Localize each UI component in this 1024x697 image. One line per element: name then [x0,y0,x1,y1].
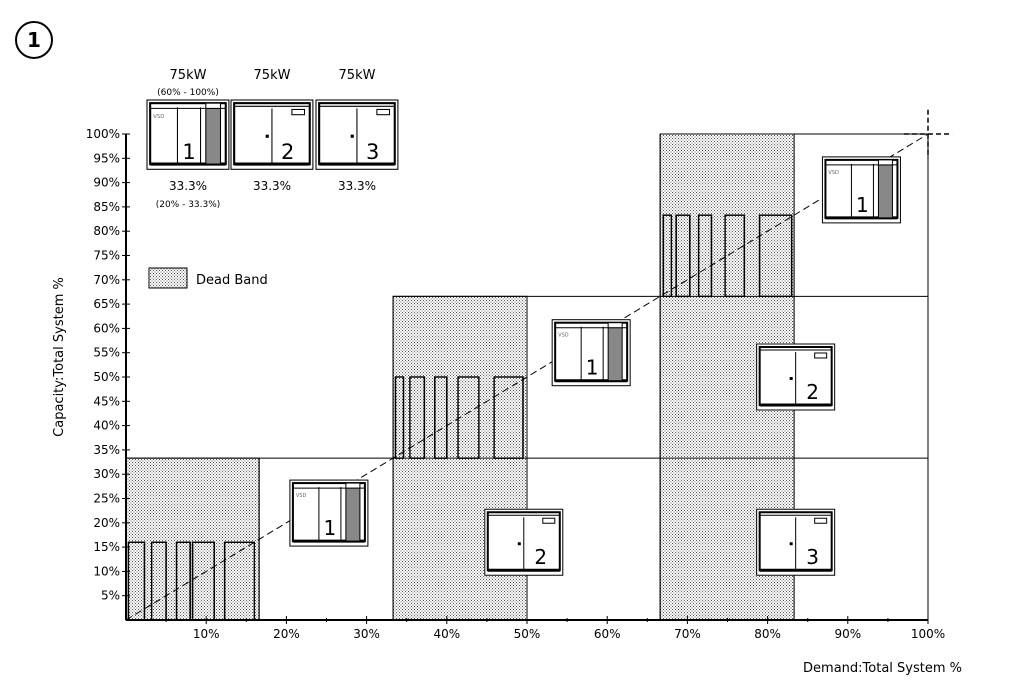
cycle-1-pulse-1 [127,541,146,621]
x-tick-label: 100% [911,627,945,641]
cycle-1-pulse-2 [150,541,167,621]
x-tick-label: 80% [754,627,781,641]
y-tick-label: 40% [93,419,120,433]
compressor-icon [755,507,837,577]
compressor-range-bottom-1: (20% - 33.3%) [156,200,221,210]
x-tick-label: 70% [674,627,701,641]
y-tick-label: 35% [93,443,120,457]
compressor-icon [483,507,565,577]
cycle-3-pulse-2 [675,214,691,298]
y-tick-label: 85% [93,200,120,214]
y-tick-label: 25% [93,492,120,506]
y-axis-title: Capacity:Total System % [52,277,67,437]
y-tick-label: 80% [93,224,120,238]
demand-diagonal-line [125,133,929,621]
y-tick-label: 100% [86,127,120,141]
header-compressor-1: 1 [145,98,231,171]
compressor-number: 1 [324,516,337,540]
compressor-unit-2-placement-4: 2 [755,342,837,412]
cycle-2-pulse-1 [394,376,405,459]
cycle-2-pulse-2 [409,376,426,459]
cycle-2-pulse-3 [434,376,448,459]
cycle-1-pulse-3 [175,541,191,621]
compressor-icon [314,98,400,171]
y-tick-label: 70% [93,273,120,287]
compressor-number: 3 [806,545,819,569]
x-tick-label: 10% [193,627,220,641]
cycle-1-pulse-5 [223,541,256,621]
x-tick-label: 20% [273,627,300,641]
cycle-3-pulse-5 [758,214,793,298]
y-tick-label: 55% [93,346,120,360]
compressor-unit-3-placement-5: 3 [755,507,837,577]
compressor-number: 1 [182,140,195,164]
compressor-share-1: 33.3% [169,179,207,193]
compressor-unit-1-placement-1: 1 [288,478,370,548]
compressor-icon [229,98,315,171]
y-tick-label: 50% [93,370,120,384]
cycle-2-pulse-4 [457,376,480,459]
compressor-number: 1 [586,356,599,380]
compressor-number: 2 [281,140,294,164]
y-tick-label: 5% [101,589,120,603]
cycle-1-pulse-4 [191,541,215,621]
y-tick-label: 95% [93,151,120,165]
y-tick-label: 60% [93,321,120,335]
compressor-number: 1 [856,193,869,217]
y-tick-label: 20% [93,516,120,530]
compressor-rating-1: 75kW [170,68,207,83]
cycle-3-pulse-4 [724,214,746,298]
compressor-unit-1-placement-6: 1 [820,155,902,225]
y-tick-label: 15% [93,540,120,554]
y-tick-label: 65% [93,297,120,311]
x-tick-label: 60% [594,627,621,641]
compressor-share-2: 33.3% [253,179,291,193]
compressor-unit-1-placement-3: 1 [550,318,632,388]
compressor-rating-3: 75kW [339,68,376,83]
y-tick-label: 30% [93,467,120,481]
compressor-number: 2 [534,545,547,569]
compressor-icon [755,342,837,412]
y-tick-label: 75% [93,249,120,263]
compressor-share-3: 33.3% [338,179,376,193]
x-tick-label: 50% [514,627,541,641]
cycle-2-pulse-5 [493,376,524,459]
figure-number: 1 [27,28,41,52]
x-tick-label: 40% [433,627,460,641]
compressor-rating-2: 75kW [254,68,291,83]
cycle-3-pulse-1 [662,214,673,298]
x-tick-label: 90% [834,627,861,641]
header-compressor-2: 2 [229,98,315,171]
x-axis-title: Demand:Total System % [803,661,962,676]
x-tick-label: 30% [353,627,380,641]
y-tick-label: 90% [93,176,120,190]
figure-number-badge: 1 [15,21,53,59]
legend: Dead Band [148,267,268,289]
compressor-unit-2-placement-2: 2 [483,507,565,577]
y-tick-label: 45% [93,394,120,408]
y-tick-label: 10% [93,564,120,578]
compressor-number: 3 [366,140,379,164]
cycle-3-pulse-3 [697,214,713,298]
compressor-range-top-1: (60% - 100%) [157,88,219,98]
compressor-number: 2 [806,380,819,404]
legend-label-dead-band: Dead Band [196,273,268,288]
header-compressor-3: 3 [314,98,400,171]
legend-swatch-dead-band [148,267,188,289]
